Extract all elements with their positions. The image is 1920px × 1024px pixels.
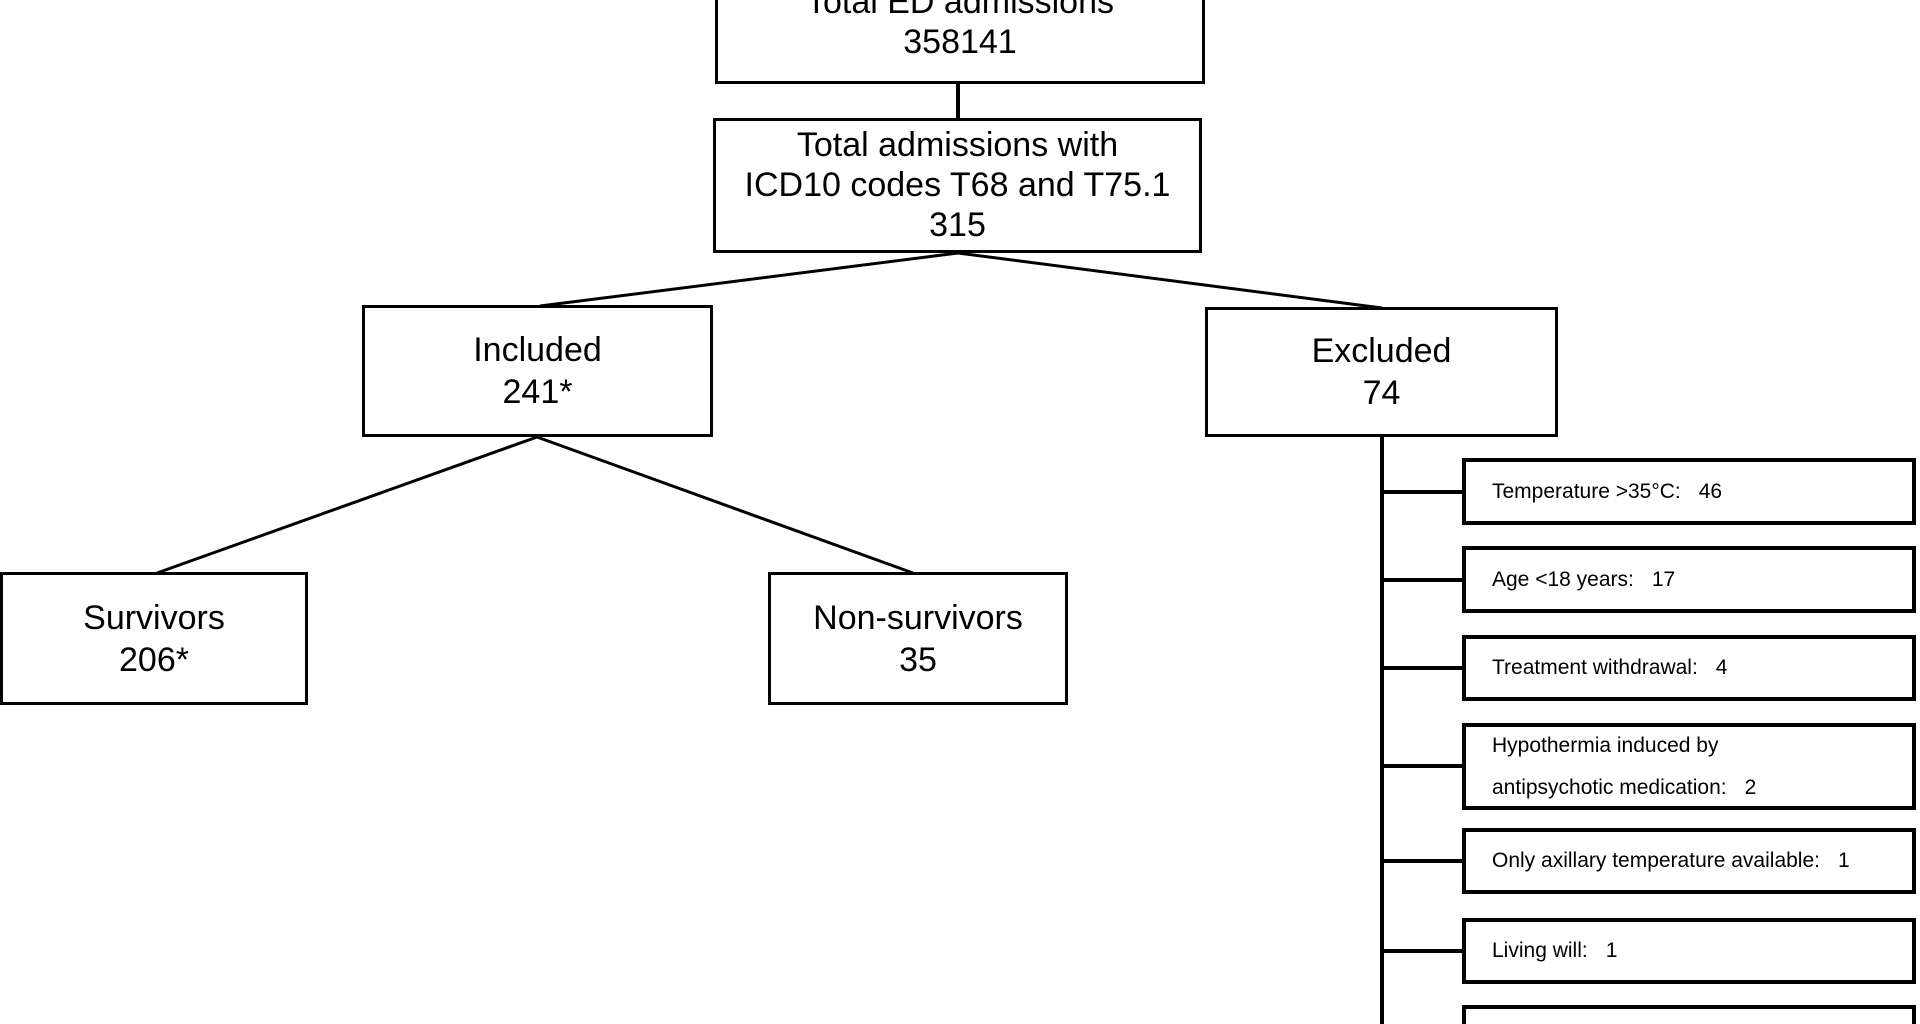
exclusion-label: Treatment withdrawal: <box>1492 656 1698 679</box>
exclusion-count: 46 <box>1698 479 1723 503</box>
excluded-stub-temperature <box>1382 490 1462 494</box>
exclusion-box-treatment-withdrawal: Treatment withdrawal: 4 <box>1462 635 1916 701</box>
exclusion-count: 1 <box>1837 849 1850 872</box>
exclusion-text-line: Only axillary temperature available: 1 <box>1492 840 1912 882</box>
node-text-line: Total ED admissions <box>805 0 1114 21</box>
node-text-line: 74 <box>1362 374 1401 412</box>
exclusion-text-line: Temperature >35°C: 46 <box>1492 471 1912 513</box>
excluded-stub-age <box>1382 578 1462 582</box>
node-text-line: 241* <box>502 373 573 411</box>
exclusion-label: Temperature >35°C: <box>1492 479 1681 503</box>
exclusion-box-temperature: Temperature >35°C: 46 <box>1462 458 1916 525</box>
edge-icd10-to-included <box>539 251 959 308</box>
node-text-line: 358141 <box>903 23 1017 61</box>
connector-totaled-to-icd10 <box>956 84 960 118</box>
exclusion-count: 17 <box>1651 567 1676 591</box>
node-icd10-admissions: Total admissions with ICD10 codes T68 an… <box>713 118 1202 253</box>
exclusion-label: Hypothermia induced by <box>1492 733 1719 757</box>
exclusion-box-age: Age <18 years: 17 <box>1462 546 1916 613</box>
excluded-stub-axillary <box>1382 859 1462 863</box>
exclusion-count: 2 <box>1744 775 1757 799</box>
node-excluded: Excluded 74 <box>1205 307 1558 437</box>
node-text-line: 206* <box>119 640 189 679</box>
exclusion-text-line: Treatment withdrawal: 4 <box>1492 647 1912 689</box>
exclusion-label: Age <18 years: <box>1492 567 1634 591</box>
node-text-line: Total admissions with <box>796 126 1119 164</box>
excluded-stub-treatment-withdrawal <box>1382 666 1462 670</box>
node-text-line: 315 <box>929 206 986 244</box>
exclusion-text-line: Living will: 1 <box>1492 930 1912 972</box>
node-text-line: Excluded <box>1311 332 1452 370</box>
edge-icd10-to-excluded <box>957 251 1383 310</box>
node-text-line: 35 <box>899 640 937 679</box>
exclusion-text-line: Age <18 years: 17 <box>1492 559 1912 601</box>
exclusion-count: 4 <box>1715 656 1728 679</box>
exclusion-count: 1 <box>1605 939 1618 962</box>
node-text-line: Non-survivors <box>813 598 1023 637</box>
node-survivors: Survivors 206* <box>0 572 308 705</box>
node-text-line: Included <box>473 331 602 369</box>
node-non-survivors: Non-survivors 35 <box>768 572 1068 705</box>
node-text-line: Survivors <box>83 598 225 637</box>
excluded-stub-antipsychotic <box>1382 764 1462 768</box>
exclusion-box-living-will: Living will: 1 <box>1462 918 1916 984</box>
exclusion-text-line: Hypothermia induced by <box>1492 725 1912 767</box>
node-text-line: ICD10 codes T68 and T75.1 <box>744 166 1171 204</box>
edge-included-to-nonsurvivors <box>536 435 914 575</box>
node-included: Included 241* <box>362 305 713 437</box>
edge-included-to-survivors <box>156 435 538 575</box>
exclusion-box-cutoff <box>1462 1005 1916 1024</box>
node-total-ed-admissions: Total ED admissions 358141 <box>715 0 1205 84</box>
exclusion-label: Living will: <box>1492 939 1588 962</box>
exclusion-text-line: antipsychotic medication: 2 <box>1492 767 1912 809</box>
exclusion-box-axillary: Only axillary temperature available: 1 <box>1462 828 1916 894</box>
exclusion-label: Only axillary temperature available: <box>1492 849 1820 872</box>
exclusion-label: antipsychotic medication: <box>1492 775 1727 799</box>
excluded-stub-living-will <box>1382 949 1462 953</box>
exclusion-box-antipsychotic: Hypothermia induced by antipsychotic med… <box>1462 723 1916 810</box>
excluded-trunk-line <box>1380 437 1384 1024</box>
